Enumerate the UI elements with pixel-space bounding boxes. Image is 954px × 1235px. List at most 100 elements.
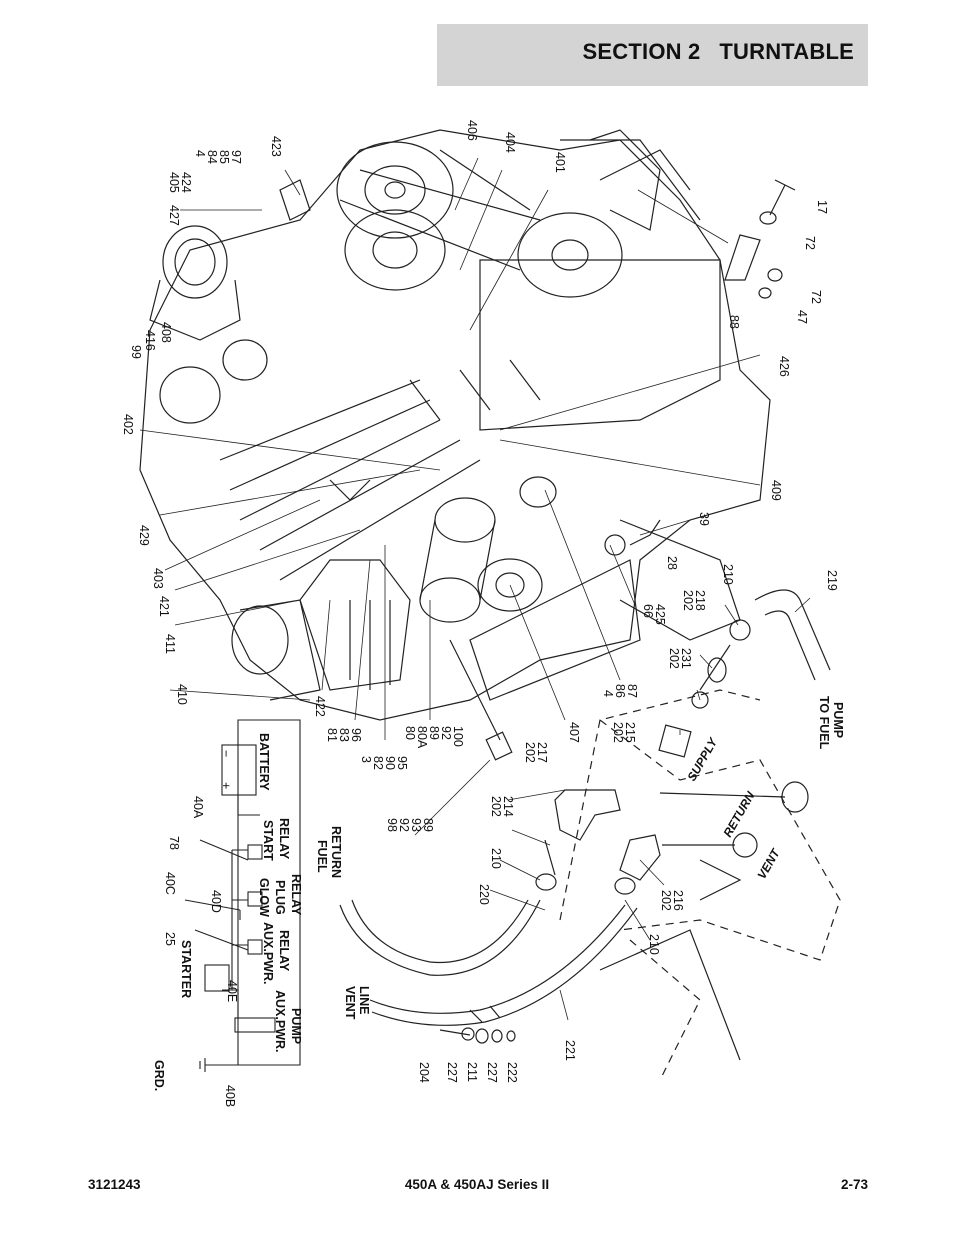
label-215: 215 <box>623 722 637 743</box>
label-87: 87 <box>625 684 639 698</box>
label-4-lower: 4 <box>601 690 615 697</box>
label-407: 407 <box>567 722 581 743</box>
label-66: 66 <box>641 604 655 618</box>
label-202-f: 202 <box>659 890 673 911</box>
page-number: 2-73 <box>840 1177 868 1192</box>
pulley-mid <box>344 209 446 291</box>
label-404: 404 <box>503 132 517 153</box>
label-403: 403 <box>151 568 165 589</box>
aux-pump-symbol <box>234 1017 276 1033</box>
label-40d: 40D <box>209 890 223 913</box>
label-211: 211 <box>465 1062 479 1082</box>
label-416: 416 <box>143 330 157 351</box>
label-82: 82 <box>371 756 385 770</box>
aux-pump-label-1: AUX.PWR. <box>273 990 287 1053</box>
label-424: 424 <box>179 172 193 193</box>
label-72-upper: 72 <box>803 236 817 250</box>
label-429: 429 <box>137 525 151 546</box>
label-40e: 40E <box>225 980 239 1002</box>
label-90: 90 <box>383 756 397 770</box>
label-98: 98 <box>385 818 399 832</box>
label-422: 422 <box>313 696 327 717</box>
aux-relay-label-1: AUX.PWR. <box>261 922 275 985</box>
battery-plus: + <box>219 782 233 789</box>
vent-line-label-1: VENT <box>343 986 357 1020</box>
label-93: 93 <box>409 818 423 832</box>
pulley-upper <box>336 141 454 239</box>
label-210-right: 210 <box>721 564 735 585</box>
start-relay-label-1: START <box>261 820 275 861</box>
label-86: 86 <box>613 684 627 698</box>
label-408: 408 <box>159 322 173 343</box>
label-214: 214 <box>501 796 515 817</box>
label-406: 406 <box>465 120 479 141</box>
label-421: 421 <box>157 596 171 617</box>
label-78: 78 <box>167 836 181 850</box>
starter-symbol <box>204 964 230 992</box>
glow-relay-label-3: RELAY <box>289 874 303 916</box>
label-40a: 40A <box>191 796 205 819</box>
label-40c: 40C <box>163 872 177 895</box>
aux-relay-label-2: RELAY <box>277 930 291 972</box>
label-99: 99 <box>129 345 143 359</box>
label-423: 423 <box>269 136 283 157</box>
start-relay-symbol <box>247 844 263 860</box>
label-218: 218 <box>693 590 707 611</box>
label-100: 100 <box>451 726 465 747</box>
label-405: 405 <box>167 172 181 193</box>
aux-relay-symbol <box>247 939 263 955</box>
label-227-b: 227 <box>485 1062 499 1083</box>
section-header: SECTION 2 TURNTABLE <box>437 24 868 86</box>
return-label: RETURN <box>720 789 757 840</box>
label-231: 231 <box>679 648 693 669</box>
label-401: 401 <box>553 152 567 173</box>
part-labels: 406 404 401 423 4 84 85 97 405 424 427 1… <box>121 120 839 1107</box>
label-425: 425 <box>653 604 667 625</box>
pulley-lower <box>517 212 623 298</box>
glow-relay-label-1: GLOW <box>257 878 271 917</box>
fuel-return-label-2: RETURN <box>329 826 343 878</box>
label-88: 88 <box>727 315 741 329</box>
label-210-mid: 210 <box>489 848 503 869</box>
label-3: 3 <box>359 756 373 763</box>
label-426: 426 <box>777 356 791 377</box>
fuel-return-label-1: FUEL <box>315 840 329 873</box>
start-relay-label-2: RELAY <box>277 818 291 860</box>
label-227-a: 227 <box>445 1062 459 1083</box>
glow-relay-symbol <box>247 891 263 907</box>
aux-pump-label-2: PUMP <box>289 1008 303 1044</box>
label-92-b: 92 <box>397 818 411 832</box>
engine-artwork <box>139 129 841 1081</box>
label-28: 28 <box>665 556 679 570</box>
battery-minus: − <box>219 750 233 757</box>
label-216: 216 <box>671 890 685 911</box>
label-411: 411 <box>163 634 177 654</box>
label-80a: 80A <box>415 726 429 749</box>
vent-label: VENT <box>754 845 783 881</box>
label-202-d: 202 <box>523 742 537 763</box>
label-202-e: 202 <box>489 796 503 817</box>
label-81: 81 <box>325 728 339 742</box>
label-40b: 40B <box>223 1085 237 1107</box>
to-fuel-pump-label-1: TO FUEL <box>817 696 831 750</box>
label-217: 217 <box>535 742 549 763</box>
label-220: 220 <box>477 884 491 905</box>
label-202-a: 202 <box>681 590 695 611</box>
label-95: 95 <box>395 756 409 770</box>
label-222: 222 <box>505 1062 519 1083</box>
label-402: 402 <box>121 414 135 435</box>
label-39: 39 <box>697 512 711 526</box>
battery-label: BATTERY <box>257 733 271 791</box>
label-221: 221 <box>563 1040 577 1061</box>
glow-relay-label-2: PLUG <box>273 880 287 915</box>
label-92-a: 92 <box>439 726 453 740</box>
label-210-lower: 210 <box>647 934 661 955</box>
leader-lines <box>139 157 811 1021</box>
vent-line-label-2: LINE <box>357 986 371 1014</box>
label-85: 85 <box>217 150 231 164</box>
label-17: 17 <box>815 200 829 214</box>
label-96: 96 <box>349 728 363 742</box>
label-72-lower: 72 <box>809 290 823 304</box>
label-84: 84 <box>205 150 219 164</box>
